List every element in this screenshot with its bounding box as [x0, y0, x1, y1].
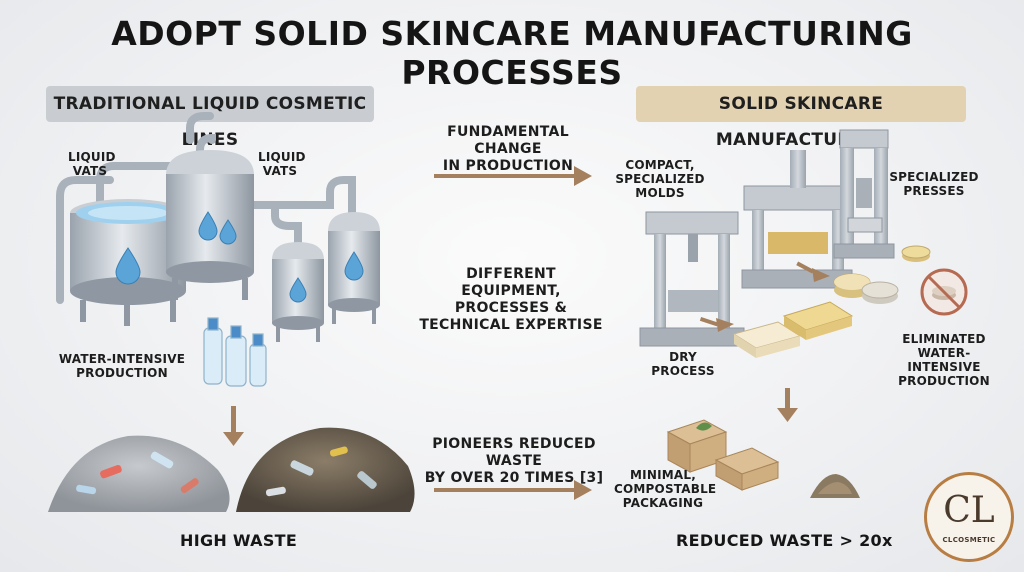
clcosmetic-logo: CL CLCOSMETIC [924, 472, 1014, 562]
water-drop-icons [115, 211, 364, 303]
waste-pile-2 [236, 427, 415, 512]
label-eliminated-water: ELIMINATED WATER-INTENSIVE PRODUCTION [898, 332, 990, 388]
label-compostable-packaging: MINIMAL, COMPOSTABLE PACKAGING [614, 468, 717, 510]
logo-text: CLCOSMETIC [942, 536, 996, 544]
small-waste-heap [810, 474, 860, 498]
compostable-packaging [666, 419, 780, 491]
label-high-waste: HIGH WASTE [180, 531, 298, 550]
block-press [741, 150, 853, 289]
label-pioneers-reduced-waste: PIONEERS REDUCED WASTE BY OVER 20 TIMES … [424, 436, 604, 486]
process-arrows [699, 261, 830, 332]
label-liquid-vats-1: LIQUID VATS [68, 150, 116, 178]
waste-pile-1 [48, 435, 230, 512]
logo-mark: CL [943, 490, 995, 531]
specialized-press [833, 129, 895, 259]
solid-bars [732, 301, 854, 358]
plastic-bottles [203, 317, 267, 387]
page-title: ADOPT SOLID SKINCARE MANUFACTURING PROCE… [111, 14, 913, 92]
label-liquid-vats-2: LIQUID VATS [258, 150, 306, 178]
down-arrow-right [777, 388, 798, 422]
arrow-reduced-waste [434, 480, 592, 500]
solid-pucks [833, 245, 931, 304]
no-water-icon [920, 268, 968, 316]
label-fundamental-change: FUNDAMENTAL CHANGE IN PRODUCTION [442, 124, 574, 174]
arrow-fundamental-change [434, 166, 592, 186]
label-reduced-waste: REDUCED WASTE > 20x [676, 531, 893, 550]
mold-press [639, 211, 745, 347]
liquid-vat-4 [328, 212, 380, 324]
label-water-intensive: WATER-INTENSIVE PRODUCTION [58, 352, 186, 380]
label-different-equipment: DIFFERENT EQUIPMENT, PROCESSES & TECHNIC… [419, 266, 603, 333]
label-specialized-presses: SPECIALIZED PRESSES [889, 170, 979, 198]
heading-solid: SOLID SKINCARE MANUFACTURING [636, 86, 966, 150]
label-compact-molds: COMPACT, SPECIALIZED MOLDS [615, 158, 705, 200]
label-dry-process: DRY PROCESS [651, 350, 715, 378]
down-arrow-left [223, 406, 244, 446]
